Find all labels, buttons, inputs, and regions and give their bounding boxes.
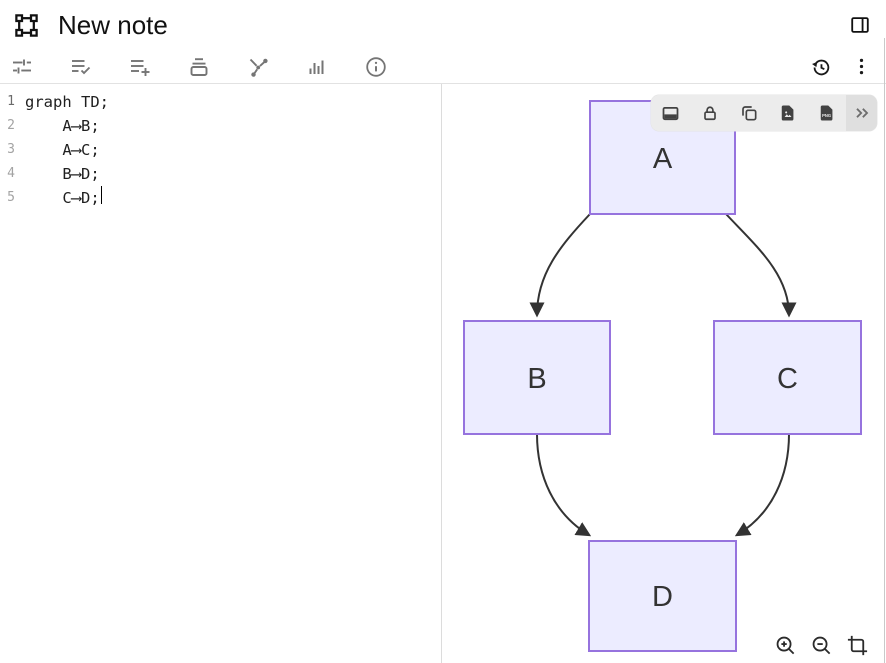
archive-icon [187, 55, 211, 79]
toolbar-expand-button[interactable] [846, 95, 877, 131]
code-line: 3 A⟶C; [0, 138, 441, 162]
zoom-controls [774, 634, 869, 657]
history-button[interactable] [808, 55, 832, 79]
diagram-floating-toolbar: PNG [651, 95, 877, 131]
bar-chart-button[interactable] [305, 55, 329, 79]
edge-A-B [529, 213, 591, 318]
edge-A-C [725, 213, 797, 318]
line-number: 2 [7, 118, 15, 133]
list-check-button[interactable] [69, 55, 93, 79]
code-line: 4 B⟶D; [0, 162, 441, 186]
bar-chart-icon [305, 55, 329, 79]
png-file-label: PNG [822, 113, 831, 118]
zoom-out-button[interactable] [810, 634, 833, 657]
code-text: B⟶D; [25, 165, 100, 183]
node-D-label: D [652, 581, 673, 613]
crop-fit-button[interactable] [846, 634, 869, 657]
lock-icon [700, 103, 720, 123]
tune-icon [10, 55, 34, 79]
main-split: 1 graph TD; 2 A⟶B; 3 A⟶C; 4 B⟶D; 5 C⟶D; [0, 84, 886, 663]
line-number: 4 [7, 166, 15, 181]
page-title: New note [58, 9, 168, 40]
list-add-icon [128, 55, 152, 79]
export-image-button[interactable] [768, 95, 807, 131]
node-B: B [463, 320, 611, 435]
code-line: 2 A⟶B; [0, 114, 441, 138]
list-add-button[interactable] [128, 55, 152, 79]
export-png-button[interactable]: PNG [807, 95, 846, 131]
zoom-in-button[interactable] [774, 634, 797, 657]
note-toolbar [0, 50, 886, 84]
app-header: New note [0, 0, 886, 50]
line-number: 5 [7, 190, 15, 205]
image-file-icon [778, 103, 798, 123]
group-icon [13, 12, 40, 39]
window-edge-scrollbar[interactable] [883, 38, 885, 663]
line-number: 1 [7, 94, 15, 109]
line-number: 3 [7, 142, 15, 157]
node-C-label: C [777, 363, 798, 395]
more-vertical-icon [850, 55, 873, 78]
code-text: graph TD; [25, 93, 109, 111]
panel-bottom-button[interactable] [651, 95, 690, 131]
zoom-in-icon [774, 634, 797, 657]
node-A-label: A [653, 143, 673, 175]
list-check-icon [69, 55, 93, 79]
edge-B-D [536, 433, 592, 537]
flowchart-canvas: A B C D [463, 100, 862, 652]
diagram-preview[interactable]: A B C D [442, 84, 886, 663]
info-button[interactable] [364, 55, 388, 79]
node-B-label: B [527, 363, 546, 395]
text-cursor [100, 186, 102, 204]
copy-button[interactable] [729, 95, 768, 131]
zoom-out-icon [810, 634, 833, 657]
copy-icon [739, 103, 759, 123]
crop-icon [846, 634, 869, 657]
code-text: A⟶C; [25, 141, 100, 159]
panel-right-icon [849, 14, 871, 36]
info-icon [364, 55, 388, 79]
flowchart-button[interactable] [246, 55, 270, 79]
mermaid-code-editor[interactable]: 1 graph TD; 2 A⟶B; 3 A⟶C; 4 B⟶D; 5 C⟶D; [0, 84, 442, 663]
node-D: D [588, 540, 737, 652]
archive-button[interactable] [187, 55, 211, 79]
code-text: A⟶B; [25, 117, 100, 135]
panel-right-toggle-button[interactable] [849, 14, 871, 36]
edge-C-D [734, 433, 790, 537]
code-line: 5 C⟶D; [0, 186, 441, 210]
png-file-icon: PNG [817, 103, 837, 123]
more-menu-button[interactable] [849, 55, 873, 79]
panel-bottom-icon [660, 103, 681, 124]
lock-button[interactable] [690, 95, 729, 131]
app-logo-button[interactable] [11, 10, 41, 40]
tune-button[interactable] [10, 55, 34, 79]
code-text: C⟶D; [25, 189, 100, 207]
flowchart-icon [246, 55, 270, 79]
node-C: C [713, 320, 862, 435]
history-icon [809, 55, 832, 78]
chevrons-right-icon [852, 103, 872, 123]
code-line: 1 graph TD; [0, 90, 441, 114]
